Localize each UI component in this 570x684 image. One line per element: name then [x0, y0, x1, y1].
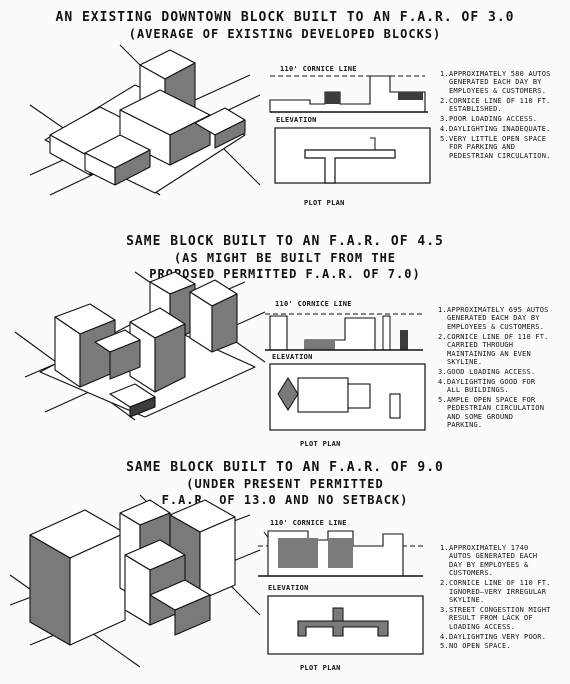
section3-plot-plan-label: PLOT PLAN	[300, 664, 341, 672]
section3-note-4: 4.DAYLIGHTING VERY POOR.	[440, 632, 547, 641]
section1-note-1: 1.APPROXIMATELY 580 AUTOS GENERATED EACH…	[440, 70, 551, 95]
section3-isometric-drawing	[9, 494, 261, 668]
section2-cornice-label: 110' CORNICE LINE	[275, 300, 352, 308]
section3-elevation-label: ELEVATION	[268, 584, 309, 592]
section2-elevation-drawing	[265, 313, 423, 351]
section2-note-1: 1.APPROXIMATELY 695 AUTOS GENERATED EACH…	[438, 306, 549, 331]
section1-cornice-label: 110' CORNICE LINE	[280, 65, 357, 73]
section1-note-4: 4.DAYLIGHTING INADEQUATE.	[440, 124, 551, 133]
section1-note-2: 2.CORNICE LINE OF 110 FT. ESTABLISHED.	[440, 96, 551, 114]
section2-notes: 1.APPROXIMATELY 695 AUTOS GENERATED EACH…	[438, 306, 550, 431]
section2-subtitle-line2: PROPOSED PERMITTED F.A.R. OF 7.0)	[149, 267, 421, 281]
section2-note-2: 2.CORNICE LINE OF 110 FT. CARRIED THROUG…	[438, 332, 549, 366]
section1-notes: 1.APPROXIMATELY 580 AUTOS GENERATED EACH…	[440, 70, 552, 162]
section1-elevation-label: ELEVATION	[276, 116, 317, 124]
section1-elevation-drawing	[269, 75, 428, 113]
section3-subtitle-line1: (UNDER PRESENT PERMITTED	[186, 477, 384, 491]
section3-note-1: 1.APPROXIMATELY 1740 AUTOS GENERATED EAC…	[440, 544, 538, 578]
section3-note-2: 2.CORNICE LINE OF 110 FT. IGNORED—VERY I…	[440, 579, 551, 604]
section3-note-3: 3.STREET CONGESTION MIGHT RESULT FROM LA…	[440, 605, 551, 631]
section2-note-5: 5.AMPLE OPEN SPACE FOR PEDESTRIAN CIRCUL…	[438, 396, 545, 430]
section3-plot-plan-drawing	[267, 595, 424, 655]
section1-isometric-drawing	[29, 44, 261, 196]
section2-note-3: 3.GOOD LOADING ACCESS.	[438, 367, 536, 376]
section2-elevation-label: ELEVATION	[272, 353, 313, 361]
section3-title: SAME BLOCK BUILT TO AN F.A.R. OF 9.0	[126, 460, 444, 475]
section2-plot-plan-label: PLOT PLAN	[300, 440, 341, 448]
section2-note-4: 4.DAYLIGHTING GOOD FOR ALL BUILDINGS.	[438, 377, 536, 395]
section2-subtitle-line1: (AS MIGHT BE BUILT FROM THE	[173, 251, 397, 265]
section2-plot-plan-drawing	[269, 363, 426, 431]
section1-note-5: 5.VERY LITTLE OPEN SPACE FOR PARKING AND…	[440, 134, 551, 160]
section1-title: AN EXISTING DOWNTOWN BLOCK BUILT TO AN F…	[55, 10, 515, 25]
section3-notes: 1.APPROXIMATELY 1740 AUTOS GENERATED EAC…	[440, 544, 552, 652]
section3-note-5: 5.NO OPEN SPACE.	[440, 642, 511, 651]
section1-subtitle: (AVERAGE OF EXISTING DEVELOPED BLOCKS)	[128, 27, 442, 41]
section2-isometric-drawing	[14, 271, 266, 421]
section1-plot-plan-label: PLOT PLAN	[304, 199, 345, 207]
section3-elevation-drawing	[258, 530, 423, 577]
section1-note-3: 3.POOR LOADING ACCESS.	[440, 115, 538, 124]
section2-title: SAME BLOCK BUILT TO AN F.A.R. OF 4.5	[126, 234, 444, 249]
section1-plot-plan-drawing	[274, 127, 431, 184]
section3-subtitle-line2: F.A.R. OF 13.0 AND NO SETBACK)	[161, 493, 409, 507]
section3-cornice-label: 110' CORNICE LINE	[270, 519, 347, 527]
